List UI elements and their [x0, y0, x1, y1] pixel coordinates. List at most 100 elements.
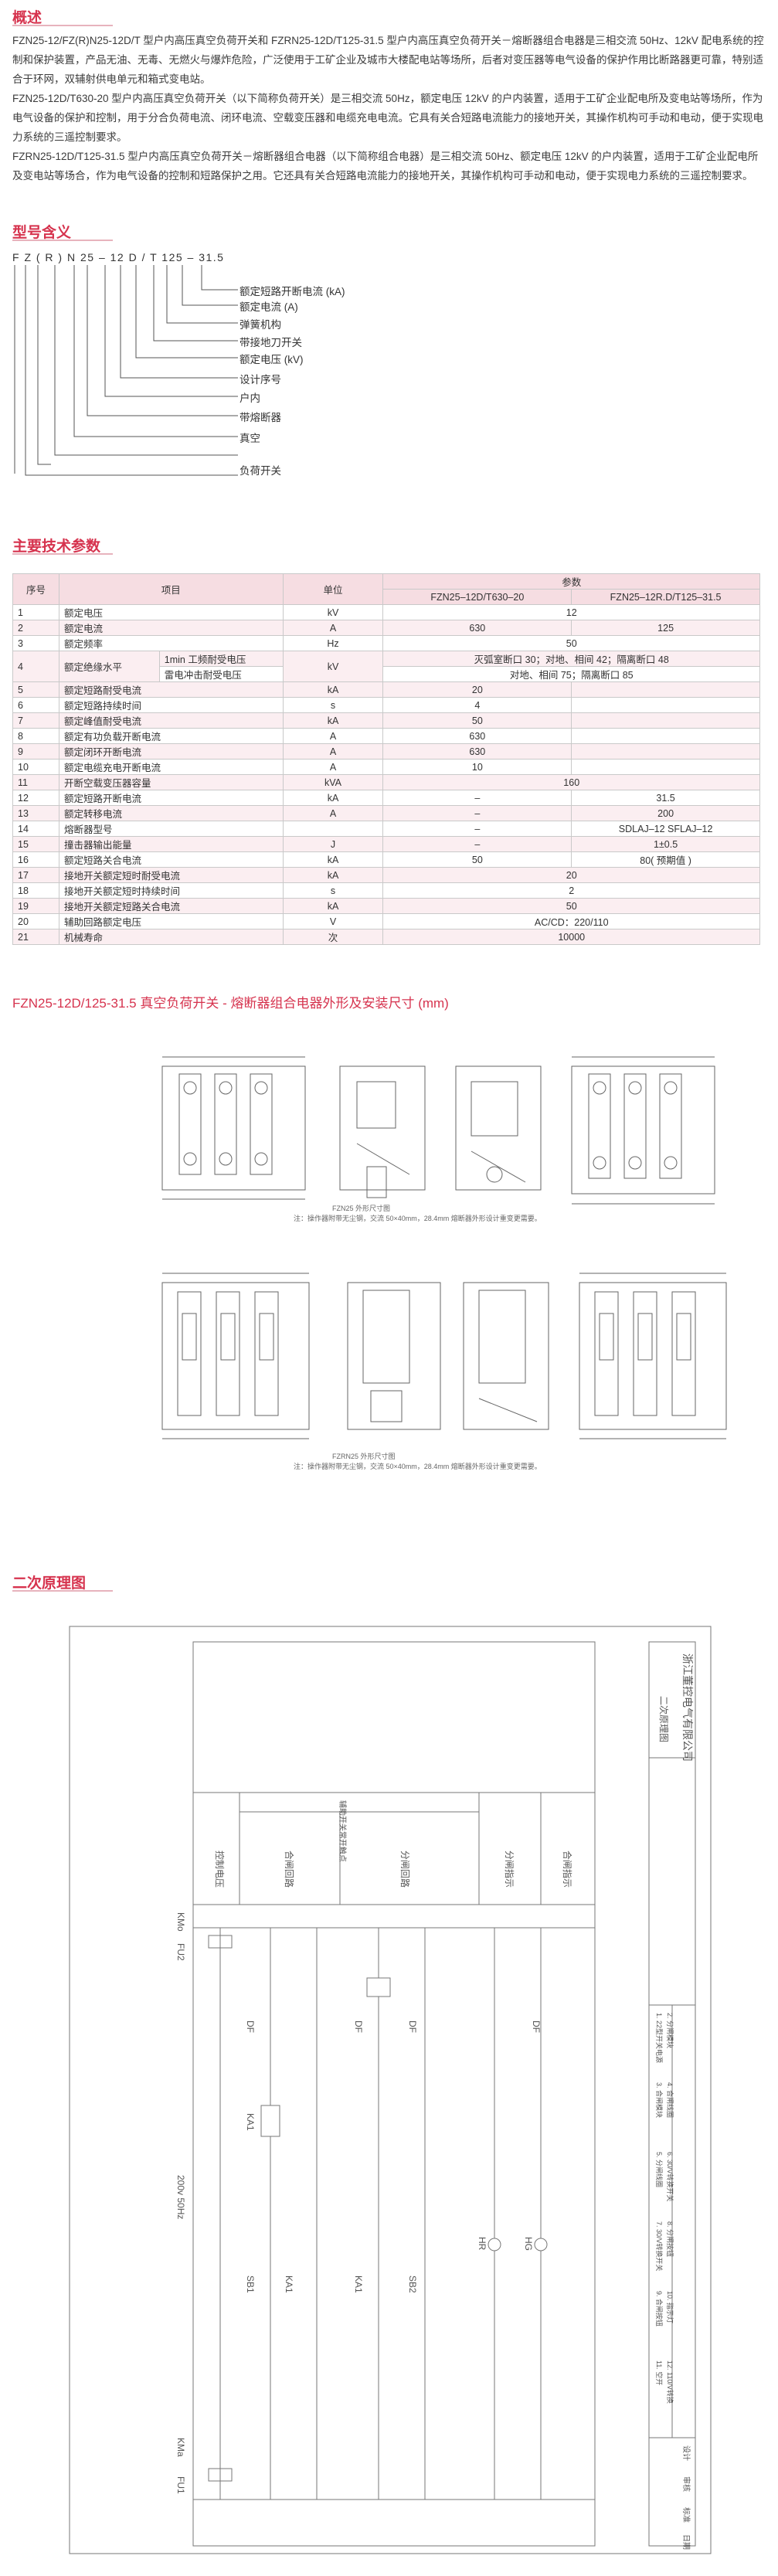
row-value-b	[571, 697, 760, 713]
row-no: 18	[12, 882, 59, 899]
row-item: 额定绝缘水平	[58, 651, 160, 682]
schematic-label-open: 分闸回路	[399, 1850, 411, 1888]
row-no: 20	[12, 913, 59, 929]
row-value-a: 630	[382, 620, 572, 636]
schematic-left-kma: KMa	[175, 2438, 186, 2457]
schematic-label-open-ind: 分闸指示	[504, 1850, 515, 1888]
outline-caption-2: FZRN25 外形尺寸图	[332, 1453, 396, 1460]
row-subitem: 雷电冲击耐受电压	[158, 666, 284, 682]
schematic-tb-design: 设计	[681, 2445, 691, 2461]
row-unit: kA	[282, 898, 384, 914]
table-row: 4 额定绝缘水平 1min 工频耐受电压 kV 灭弧室断口 30；对地、相间 4…	[12, 651, 760, 682]
row-unit: s	[282, 882, 384, 899]
schematic-legend-item: 4. 合闸线圈	[666, 2082, 674, 2118]
schematic-diagram: 控制电压 合闸回路 分闸回路 分闸指示 合闸指示 辅助开关常开触点 KMo FU…	[69, 1626, 712, 2554]
row-unit: J	[282, 836, 384, 852]
outline-note-2: 注：操作器附带无尘钢，交流 50×40mm，28.4mm 熔断器外形设计重变更需…	[294, 1463, 542, 1470]
schematic-drawing-name: 二次原理图	[658, 1696, 669, 1742]
row-value-b	[571, 743, 760, 760]
row-value-b: 31.5	[571, 790, 760, 806]
row-no: 15	[12, 836, 59, 852]
row-value-a: –	[382, 790, 572, 806]
specs-divider	[12, 553, 113, 555]
row-unit	[282, 821, 384, 837]
schematic-label-close: 合闸回路	[284, 1850, 295, 1888]
model-meaning-4: 带接地刀开关	[240, 337, 302, 348]
row-unit: V	[282, 913, 384, 929]
schematic-tb-standard: 标准	[681, 2507, 691, 2523]
row-no: 11	[12, 774, 59, 790]
outline-drawings	[161, 1056, 727, 1439]
row-item: 额定短路持续时间	[58, 697, 284, 713]
schematic-label-close-ind: 合闸指示	[562, 1850, 573, 1888]
row-item: 开断空载变压器容量	[58, 774, 284, 790]
row-value-a: 10	[382, 759, 572, 775]
schematic-legend-item: 7. 30/V转换开关	[655, 2221, 664, 2272]
row-no: 7	[12, 712, 59, 729]
schematic-legend-item: 12. 110/V转换	[666, 2360, 674, 2404]
schematic-comp-df3: DF	[407, 2020, 418, 2033]
overview-divider	[12, 25, 113, 26]
row-value-b	[571, 712, 760, 729]
row-no: 1	[12, 604, 59, 620]
row-item: 额定电流	[58, 620, 284, 636]
row-value: 2	[382, 882, 760, 899]
schematic-label-ctrl: 控制电压	[214, 1850, 225, 1888]
schematic-legend-item: 2. 分闸模块	[666, 2013, 674, 2048]
row-value-b: SDLAJ–12 SFLAJ–12	[571, 821, 760, 837]
row-item: 额定峰值耐受电流	[58, 712, 284, 729]
schematic-left-fu1: FU1	[175, 2476, 186, 2494]
schematic-comp-ka1-b: KA1	[353, 2275, 364, 2293]
model-meaning-5: 额定电压 (kV)	[240, 354, 304, 365]
row-unit: A	[282, 728, 384, 744]
row-no: 8	[12, 728, 59, 744]
row-value: 50	[382, 635, 760, 651]
row-unit: kV	[282, 604, 384, 620]
schematic-comp-hr: HR	[477, 2237, 488, 2251]
row-subitem: 1min 工频耐受电压	[158, 651, 284, 667]
row-value-a: –	[382, 821, 572, 837]
header-item: 项目	[58, 573, 284, 605]
schematic-comp-sb2: SB2	[407, 2275, 418, 2293]
row-unit: kA	[282, 712, 384, 729]
row-item: 额定短路耐受电流	[58, 681, 284, 698]
row-item: 额定转移电流	[58, 805, 284, 821]
header-unit: 单位	[282, 573, 384, 605]
header-params: 参数	[382, 573, 760, 590]
overview-paragraph-1: FZN25-12/FZ(R)N25-12D/T 型户内高压真空负荷开关和 FZR…	[12, 35, 764, 85]
model-title: 型号含义	[12, 225, 72, 241]
row-item: 额定电压	[58, 604, 284, 620]
model-meaning-6: 设计序号	[240, 374, 281, 386]
row-value-a: 630	[382, 728, 572, 744]
row-item: 额定电缆充电开断电流	[58, 759, 284, 775]
row-no: 6	[12, 697, 59, 713]
row-value-b: 200	[571, 805, 760, 821]
row-value: 12	[382, 604, 760, 620]
row-value-b: 80( 预期值 )	[571, 851, 760, 868]
row-unit: A	[282, 805, 384, 821]
row-value-a: 20	[382, 681, 572, 698]
row-value: 对地、相间 75；隔离断口 85	[382, 666, 760, 682]
schematic-legend-item: 10. 指示灯	[666, 2291, 674, 2323]
schematic-comp-ka1-coil: KA1	[245, 2113, 256, 2131]
row-value-b: 125	[571, 620, 760, 636]
schematic-legend-item: 8. 分闸按钮	[666, 2221, 674, 2257]
row-value-a: 50	[382, 851, 572, 868]
outline-caption-1: FZN25 外形尺寸图	[332, 1205, 391, 1212]
model-divider	[12, 240, 113, 241]
schematic-tb-review: 审核	[681, 2476, 691, 2492]
schematic-legend-item: 5. 分闸线圈	[655, 2152, 664, 2187]
row-item: 辅助回路额定电压	[58, 913, 284, 929]
row-item: 额定有功负载开断电流	[58, 728, 284, 744]
specs-title: 主要技术参数	[12, 539, 101, 555]
